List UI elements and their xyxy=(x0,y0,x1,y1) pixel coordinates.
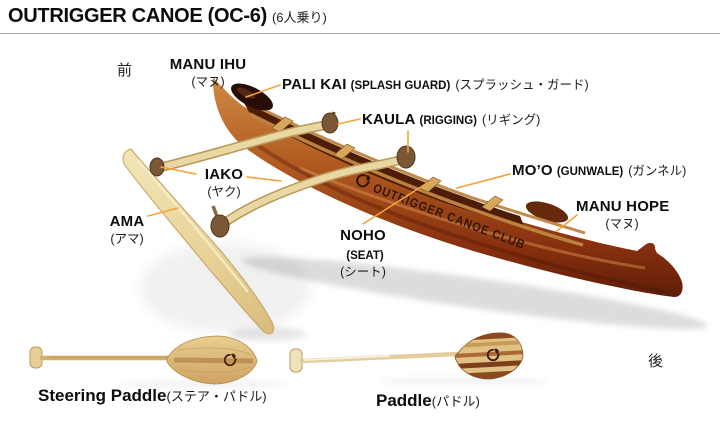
manu-ihu-name: MANU IHU xyxy=(169,56,247,73)
page-subtitle: (6人乗り) xyxy=(271,10,327,25)
leader-moo xyxy=(456,173,511,189)
label-paddle: Paddle(パドル) xyxy=(376,391,480,411)
label-manu-hope: MANU HOPE (マヌ) xyxy=(576,198,670,232)
lashings xyxy=(149,111,416,238)
back-marker: 後 xyxy=(648,353,664,370)
leader-manu-hope xyxy=(556,214,578,232)
ama-japanese: (アマ) xyxy=(110,232,144,246)
seat xyxy=(419,176,442,193)
ama-float xyxy=(122,148,275,335)
label-noho: NOHO (SEAT) (シート) xyxy=(318,227,408,280)
steering-paddle-shadow xyxy=(120,380,290,388)
pali-kai-japanese: (スプラッシュ・ガード) xyxy=(455,78,589,92)
moo-japanese: (ガンネル) xyxy=(628,164,687,178)
canoe-hull: OUTRIGGER CANOE CLUB xyxy=(212,77,683,297)
label-kaula: KAULA(RIGGING) (リギング) xyxy=(362,110,540,129)
paddle-shadow xyxy=(380,377,550,385)
lashing-hull-front xyxy=(321,112,339,134)
manu-hope-name: MANU HOPE xyxy=(576,198,670,215)
lashing-hull-rear xyxy=(396,145,416,169)
steering-paddle-name: Steering Paddle xyxy=(38,386,167,405)
iako-rear-top xyxy=(215,154,412,231)
leader-kaula xyxy=(337,118,361,125)
moo-english: (GUNWALE) xyxy=(556,166,624,178)
seat xyxy=(481,195,504,212)
noho-japanese: (シート) xyxy=(340,265,386,280)
kaula-japanese: (リギング) xyxy=(482,113,541,127)
leader-iako-front xyxy=(160,166,197,175)
manu-hope-japanese: (マヌ) xyxy=(605,217,639,231)
cockpit-recess xyxy=(525,201,569,223)
steering-blade-grain xyxy=(177,347,252,373)
page-title: OUTRIGGER CANOE (OC-6) xyxy=(8,5,267,27)
leader-noho xyxy=(362,182,428,225)
leader-iako-rear xyxy=(246,176,282,182)
hull-keel-shade xyxy=(248,138,666,294)
kaula-english: (RIGGING) xyxy=(419,115,478,127)
leader-pali-kai xyxy=(245,84,281,98)
pali-kai-english: (SPLASH GUARD) xyxy=(350,80,451,92)
steering-blade-band xyxy=(173,357,254,364)
moo-name: MO’O xyxy=(512,162,553,179)
noho-english: (SEAT) xyxy=(346,250,384,262)
iako-name: IAKO xyxy=(204,166,244,183)
hull-body xyxy=(212,77,683,297)
manu-ihu-japanese: (マヌ) xyxy=(191,75,225,89)
page-header: OUTRIGGER CANOE (OC-6) (6人乗り) xyxy=(8,5,327,28)
ama-name: AMA xyxy=(109,213,145,230)
paddle-japanese: (パドル) xyxy=(431,394,480,409)
hull-sheen xyxy=(299,166,646,270)
label-steering-paddle: Steering Paddle(ステア・パドル) xyxy=(38,386,267,406)
leader-lines xyxy=(147,84,578,232)
steering-paddle-japanese: (ステア・パドル) xyxy=(166,389,267,404)
steering-paddle-image xyxy=(29,335,258,385)
kaula-name: KAULA xyxy=(362,111,416,128)
seat xyxy=(271,116,294,133)
label-ama: AMA (アマ) xyxy=(101,213,153,247)
label-iako: IAKO (ヤク) xyxy=(198,166,250,200)
canoe-shadow xyxy=(242,257,708,329)
lashing-ama-rear xyxy=(210,214,230,238)
noho-name: NOHO xyxy=(340,227,386,244)
header-divider xyxy=(0,33,720,34)
front-marker: 前 xyxy=(117,62,133,79)
pali-kai-name: PALI KAI xyxy=(282,76,347,93)
paddle-shaft-sheen xyxy=(303,355,391,361)
label-manu-ihu: MANU IHU (マヌ) xyxy=(166,56,250,90)
cockpit-opening xyxy=(243,101,524,226)
gunwale-near-rail xyxy=(249,112,584,247)
seat xyxy=(333,143,356,160)
label-pali-kai: PALI KAI(SPLASH GUARD) (スプラッシュ・ガード) xyxy=(282,75,589,94)
iako-japanese: (ヤク) xyxy=(207,185,241,199)
paddle-name: Paddle xyxy=(376,391,432,410)
paddle-image xyxy=(289,332,524,380)
label-moo: MO’O(GUNWALE) (ガンネル) xyxy=(512,161,686,180)
leader-ama xyxy=(147,207,179,217)
paddle-shaft xyxy=(299,351,461,364)
ama-highlight xyxy=(137,159,249,293)
